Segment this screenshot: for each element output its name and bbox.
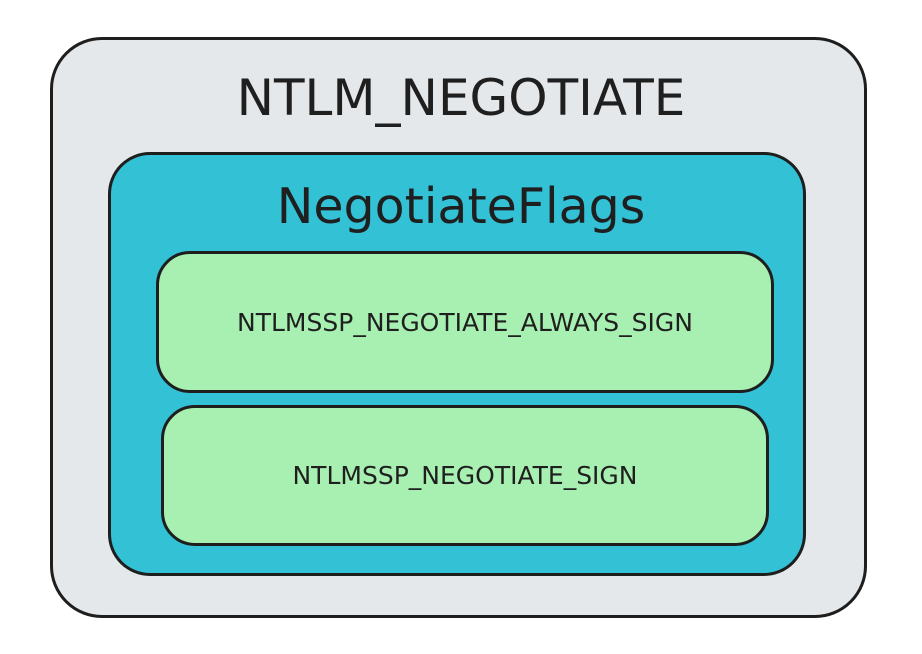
flag-always-sign-box: NTLMSSP_NEGOTIATE_ALWAYS_SIGN	[156, 251, 774, 393]
flag-sign-box: NTLMSSP_NEGOTIATE_SIGN	[161, 405, 769, 546]
negotiate-flags-title: NegotiateFlags	[276, 178, 646, 235]
ntlm-negotiate-title: NTLM_NEGOTIATE	[236, 69, 686, 127]
flag-always-sign-label: NTLMSSP_NEGOTIATE_ALWAYS_SIGN	[237, 307, 693, 337]
flag-sign-label: NTLMSSP_NEGOTIATE_SIGN	[292, 461, 638, 490]
